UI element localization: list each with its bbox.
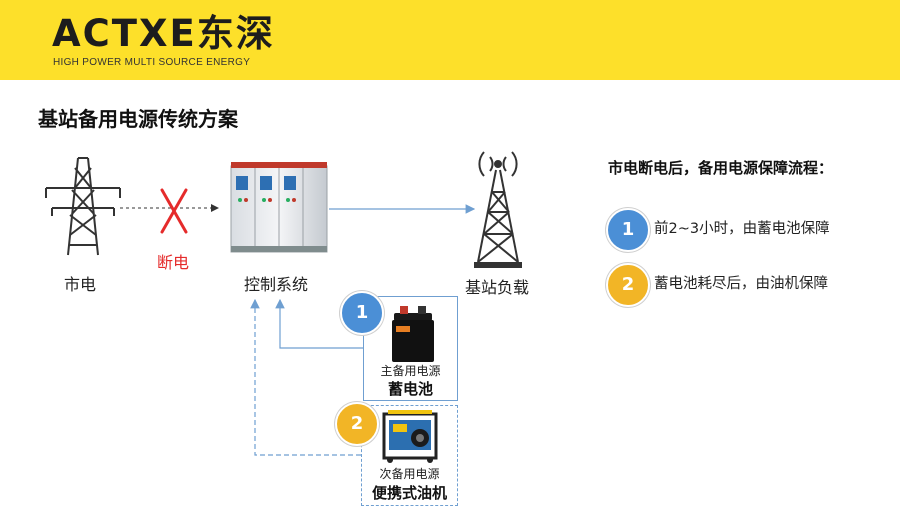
secondary-backup-subtitle: 次备用电源 [379, 467, 440, 481]
battery-icon [392, 306, 434, 362]
utility-label: 市电 [64, 275, 97, 294]
primary-backup-title: 蓄电池 [387, 380, 433, 398]
control-system-label: 控制系统 [244, 275, 309, 294]
flow-step-2-badge: 2 [606, 263, 650, 307]
primary-backup-box [363, 296, 458, 401]
step-badge-2: 2 [335, 402, 379, 446]
slide-title: 基站备用电源传统方案 [38, 107, 238, 131]
power-tower-icon [45, 157, 121, 256]
flow-step-1-text: 前2~3小时，由蓄电池保障 [654, 221, 830, 237]
generator-icon [382, 410, 438, 463]
flow-step-1-badge: 1 [606, 208, 650, 252]
brand-tagline: HIGH POWER MULTI SOURCE ENERGY [53, 57, 251, 68]
battery-to-control-connector [275, 298, 363, 349]
signal-tower-icon [474, 151, 522, 268]
generator-to-control-connector [250, 298, 361, 456]
header-bar: ACTXE东深 HIGH POWER MULTI SOURCE ENERGY [0, 0, 900, 80]
base-station-load-label: 基站负载 [465, 278, 530, 297]
outage-label: 断电 [157, 253, 190, 272]
secondary-backup-title: 便携式油机 [371, 484, 447, 502]
flow-heading: 市电断电后，备用电源保障流程： [608, 159, 834, 177]
step-badge-1: 1 [340, 291, 384, 335]
brand-logo: ACTXE东深 [52, 12, 275, 55]
primary-backup-subtitle: 主备用电源 [380, 364, 441, 378]
cross-icon [160, 188, 188, 234]
secondary-backup-box [361, 405, 458, 506]
control-cabinet-icon [230, 162, 328, 253]
flow-step-2-text: 蓄电池耗尽后，由油机保障 [654, 276, 828, 292]
